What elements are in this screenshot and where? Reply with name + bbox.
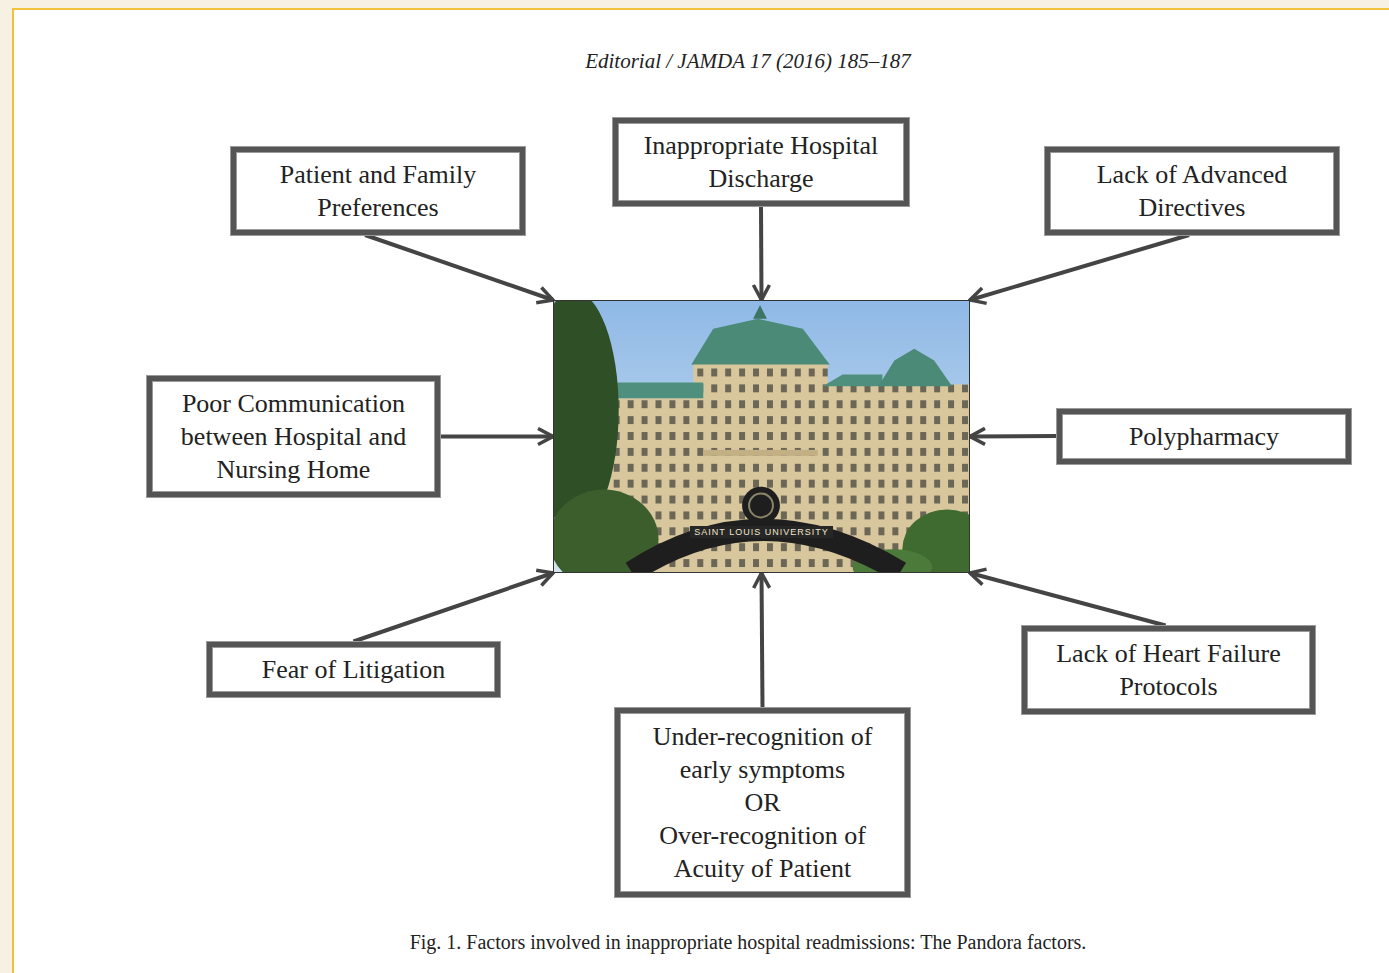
factor-box: Inappropriate Hospital Discharge <box>613 118 909 206</box>
factor-text: Lack of Heart Failure Protocols <box>1037 637 1300 703</box>
factor-arrow <box>762 573 763 708</box>
factor-text: Lack of Advanced Directives <box>1060 158 1324 224</box>
factor-box: Lack of Heart Failure Protocols <box>1022 626 1315 714</box>
factor-arrow <box>440 435 553 439</box>
factor-box: Under-recognition of early symptomsOROve… <box>615 708 910 897</box>
factor-text: Inappropriate Hospital Discharge <box>628 129 894 195</box>
roof-spire <box>753 305 767 319</box>
factor-arrow <box>759 206 764 301</box>
arch-medallion <box>749 494 773 518</box>
factor-text: Patient and Family Preferences <box>246 158 510 224</box>
factor-box: Lack of Advanced Directives <box>1045 147 1339 235</box>
factor-arrow <box>365 235 553 300</box>
arch-medallion <box>742 487 780 525</box>
factor-box: Polypharmacy <box>1057 409 1351 464</box>
factor-text: OR <box>630 786 895 819</box>
hospital-photo: SAINT LOUIS UNIVERSITY <box>553 300 970 573</box>
sign-text: SAINT LOUIS UNIVERSITY <box>690 526 832 538</box>
green-roof <box>691 319 829 365</box>
factor-text: Poor Communication between Hospital and … <box>162 387 425 486</box>
green-roof <box>823 374 883 386</box>
factor-text: Over-recognition of Acuity of Patient <box>630 819 895 885</box>
green-roof <box>878 349 952 387</box>
factor-text: Polypharmacy <box>1072 420 1336 453</box>
factor-text: Under-recognition of early symptoms <box>630 720 895 786</box>
running-header: Editorial / JAMDA 17 (2016) 185–187 <box>248 48 1248 74</box>
factor-arrow <box>970 434 1057 439</box>
factor-arrow <box>970 235 1189 300</box>
cornice <box>703 450 817 456</box>
factor-text: Fear of Litigation <box>222 653 485 686</box>
factor-box: Fear of Litigation <box>207 642 500 697</box>
factor-box: Patient and Family Preferences <box>231 147 525 235</box>
figure-caption: Fig. 1. Factors involved in inappropriat… <box>248 929 1248 955</box>
factor-arrow <box>354 573 554 642</box>
factor-arrow <box>970 573 1166 626</box>
factor-box: Poor Communication between Hospital and … <box>147 376 440 497</box>
